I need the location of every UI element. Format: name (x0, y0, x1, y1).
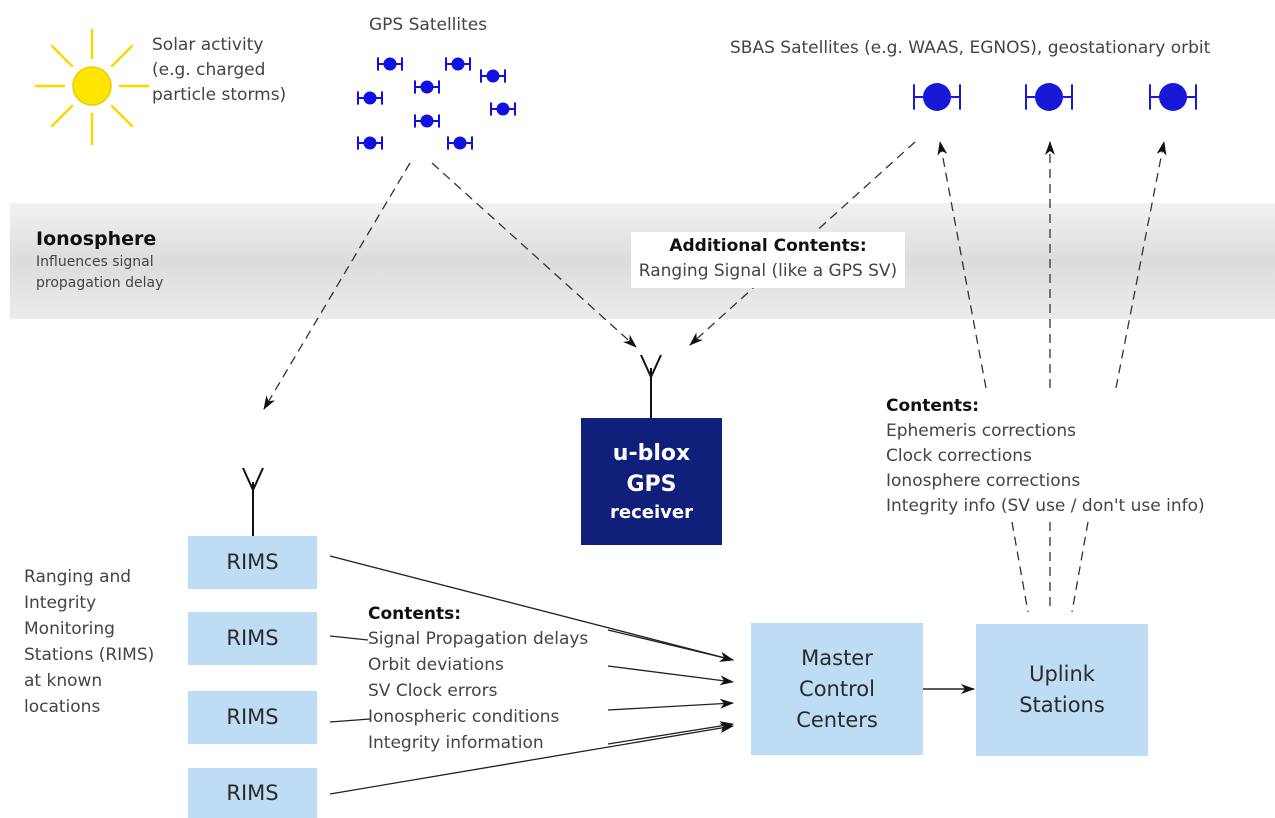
uplink-lower-dash-1 (1011, 521, 1029, 613)
contents2-arrow (607, 665, 734, 686)
sbas-satellite-icon (913, 83, 961, 111)
rims-antenna-icon (242, 467, 264, 536)
sbas-satellites (913, 83, 1197, 111)
rims2-line (329, 635, 369, 641)
gps-satellites (357, 57, 516, 150)
rims-box-3: RIMS (188, 691, 317, 744)
contents3-arrow (607, 698, 734, 711)
additional-contents-box: Additional Contents: Ranging Signal (lik… (631, 232, 905, 288)
master-line: Master (801, 645, 873, 670)
uplink-contents: Contents: Ephemeris corrections Clock co… (886, 394, 1205, 519)
uplink-contents-item: Integrity info (SV use / don't use info) (886, 496, 1205, 516)
receiver-line-2: GPS (626, 471, 677, 497)
rims-label: RIMS (226, 626, 279, 650)
ionosphere-desc-1: Influences signal (36, 254, 154, 270)
receiver-line-3: receiver (610, 501, 693, 523)
ublox-gps-receiver: u-blox GPS receiver (581, 418, 722, 545)
rims-box-4: RIMS (188, 768, 317, 818)
gps-satellite-icon (377, 57, 403, 71)
receiver-antenna-icon (640, 354, 662, 418)
rims-contents-item: Integrity information (368, 733, 544, 753)
master-line: Centers (796, 707, 878, 732)
sbas-satellite-icon (1025, 83, 1073, 111)
rims-box-2: RIMS (188, 612, 317, 665)
rims4-to-master-arrow (329, 723, 734, 795)
uplink-lower-dash-3 (1071, 521, 1089, 613)
contents1-arrow (607, 629, 734, 662)
rims1-to-master-arrow (329, 555, 734, 662)
master-line: Control (799, 676, 875, 701)
rims-contents-item: SV Clock errors (368, 681, 498, 701)
solar-activity-label: Solar activity (e.g. charged particle st… (152, 35, 287, 105)
rims-contents-item: Ionospheric conditions (368, 707, 560, 727)
uplink-stations-box: Uplink Stations (976, 624, 1148, 756)
uplink-contents-item: Ephemeris corrections (886, 421, 1077, 441)
gps-satellites-label: GPS Satellites (369, 15, 488, 35)
ionosphere-desc-2: propagation delay (36, 275, 164, 291)
sbas-satellite-icon (1149, 83, 1197, 111)
gps-satellite-icon (357, 136, 383, 150)
rims-label: RIMS (226, 780, 279, 805)
rims-contents-item: Orbit deviations (368, 655, 504, 675)
gps-satellite-icon (445, 57, 471, 71)
rims-box-1: RIMS (188, 536, 317, 589)
rims-label: RIMS (226, 550, 279, 574)
rims-description: Ranging and Integrity Monitoring Station… (24, 567, 155, 717)
contents4-arrow (607, 721, 734, 745)
rims-contents: Contents: Signal Propagation delays Orbi… (368, 602, 588, 756)
receiver-line-1: u-blox (612, 440, 691, 466)
rims3-line (329, 718, 371, 723)
gps-satellite-icon (414, 80, 440, 94)
additional-contents-body: Ranging Signal (like a GPS SV) (638, 261, 898, 281)
sun-icon (34, 28, 150, 146)
uplink-contents-title: Contents: (886, 396, 980, 416)
master-control-centers-box: Master Control Centers (751, 623, 923, 755)
ionosphere-title: Ionosphere (36, 228, 157, 250)
uplink-line: Uplink (1029, 662, 1095, 686)
uplink-to-sbas3-arrow (1115, 141, 1167, 389)
gps-satellite-icon (490, 102, 516, 116)
gps-satellite-icon (447, 136, 473, 150)
gps-satellite-icon (357, 91, 383, 105)
uplink-to-sbas1-arrow (937, 141, 987, 389)
gps-to-receiver-arrow (431, 162, 637, 348)
additional-contents-title: Additional Contents: (669, 236, 867, 256)
gps-to-rims-arrow (263, 162, 411, 410)
rims-contents-title: Contents: (368, 604, 462, 624)
gps-satellite-icon (480, 69, 506, 83)
ionosphere-label: Ionosphere Influences signal propagation… (36, 226, 163, 294)
rims-label: RIMS (226, 705, 279, 729)
sbas-satellites-label: SBAS Satellites (e.g. WAAS, EGNOS), geos… (730, 38, 1211, 58)
uplink-contents-item: Ionosphere corrections (886, 471, 1081, 491)
uplink-contents-item: Clock corrections (886, 446, 1032, 466)
rims-contents-item: Signal Propagation delays (368, 629, 589, 649)
uplink-line: Stations (1019, 693, 1105, 717)
gps-satellite-icon (414, 114, 440, 128)
